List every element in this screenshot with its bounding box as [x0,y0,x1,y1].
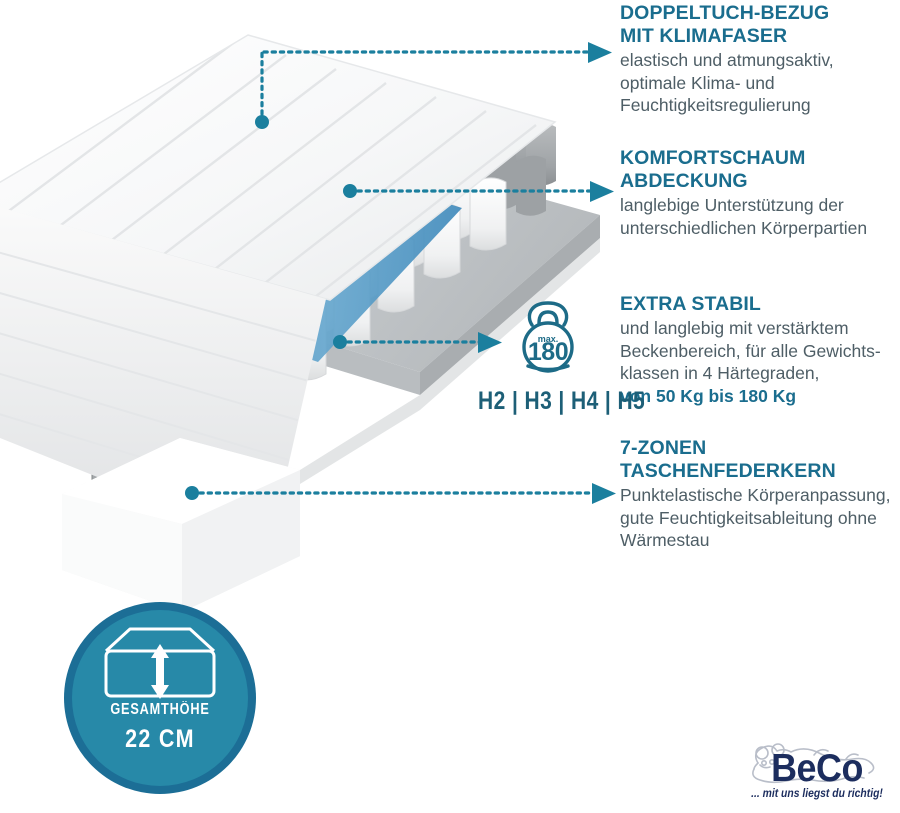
leader-line-stable [330,327,510,357]
callout-cover: DOPPELTUCH-BEZUG MIT KLIMAFASER elastisc… [620,2,900,117]
callout-core: 7-ZONEN TASCHENFEDERKERN Punktelastische… [620,437,900,552]
leader-dot-core [185,486,199,500]
leader-arrow-core [592,483,616,504]
leader-dot-foam [343,184,357,198]
logo-wordmark: BeCo [771,747,863,790]
leader-line-foam [340,176,620,206]
callout-stable-body: und langlebig mit verstärktem Beckenbere… [620,318,881,383]
height-arrow-icon [151,644,169,699]
foam-edge-block [62,438,300,612]
total-height-badge: GESAMTHÖHE 22 CM [62,600,258,796]
callout-foam-body: langlebige Unterstützung der unterschied… [620,195,868,238]
callout-cover-title: DOPPELTUCH-BEZUG MIT KLIMAFASER [620,2,830,47]
callout-core-body: Punktelastische Körperanpassung, gute Fe… [620,485,891,550]
foam-lower-strip [300,238,600,484]
leader-dot-stable [333,335,347,349]
leader-line-core [182,478,622,508]
callout-foam: KOMFORTSCHAUM ABDECKUNG langlebige Unter… [620,147,900,239]
max-weight-icon: max. 180 [508,292,588,378]
leader-arrow-stable [478,332,502,353]
badge-label: GESAMTHÖHE [110,701,210,718]
callout-cover-body: elastisch und atmungsaktiv, optimale Kli… [620,50,834,115]
hardness-grades: H2 | H3 | H4 | H5 [478,387,646,415]
badge-value: 22 CM [125,725,195,753]
leader-arrow-foam [590,181,614,202]
callout-stable: EXTRA STABIL und langlebig mit verstärkt… [620,293,900,407]
beco-logo: BeCo ... mit uns liegst du richtig! [742,733,892,805]
leader-line-cover [250,38,630,138]
mattress-illustration: verstärkter Beckenbereich verstärkter Be… [0,34,600,612]
logo-tagline: ... mit uns liegst du richtig! [751,788,883,800]
callout-stable-body-strong: von 50 Kg bis 180 Kg [620,385,797,406]
leader-arrow-cover [588,42,612,63]
max-weight-value: 180 [528,338,568,366]
leader-dot-cover [255,115,269,129]
callout-core-title: 7-ZONEN TASCHENFEDERKERN [620,437,836,482]
reclining-bear-icon [752,743,875,784]
callout-stable-title: EXTRA STABIL [620,293,761,315]
callout-foam-title: KOMFORTSCHAUM ABDECKUNG [620,147,806,192]
max-weight-max-label: max. [538,334,559,344]
